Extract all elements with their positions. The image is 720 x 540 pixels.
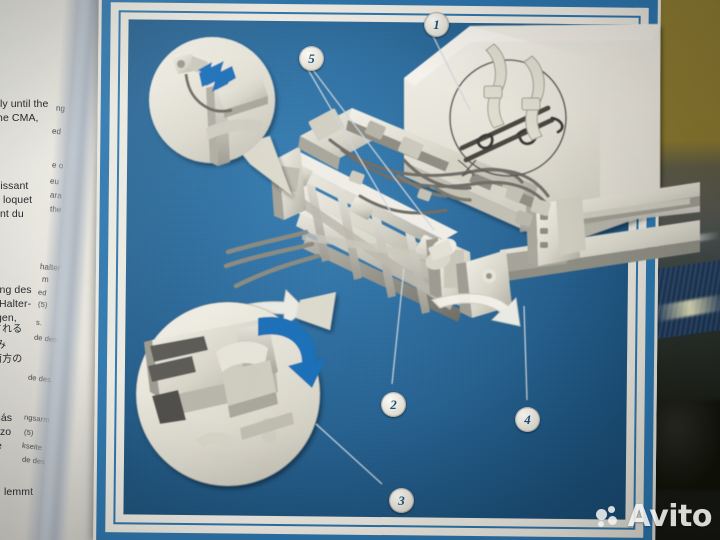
left-page-text-line: lemmt	[4, 486, 33, 500]
left-page-text-line: 両方の	[0, 352, 22, 368]
left-page-text-line: rung des	[0, 284, 32, 298]
cable-management-arm	[270, 108, 538, 322]
avito-watermark: Avito	[595, 499, 713, 534]
cable-bundle	[223, 229, 321, 289]
cable-connectors	[348, 170, 551, 227]
left-page-text-line: n Halter-	[0, 298, 31, 312]
left-page-text-line: e	[0, 440, 2, 454]
callout-1[interactable]: 1	[424, 12, 449, 37]
avito-logo-icon	[595, 506, 622, 528]
left-page-text-line: ent du	[0, 208, 24, 222]
cable-strap	[521, 55, 545, 141]
left-page-text-line: ).	[0, 126, 1, 140]
curved-arrow-icon	[258, 316, 326, 388]
inset-latch-rotate-content	[144, 316, 326, 448]
cable-routing	[328, 138, 550, 215]
left-page-text-line: ngen,	[0, 312, 17, 326]
callout-4[interactable]: 4	[515, 407, 540, 432]
left-page-text-line: ulissant	[0, 180, 28, 194]
callout-3[interactable]: 3	[389, 488, 414, 513]
left-page-text-line: the CMA,	[0, 112, 39, 126]
avito-watermark-text: Avito	[627, 499, 713, 534]
left-page-text-line: される	[0, 322, 22, 338]
inset-cable-straps	[449, 43, 567, 177]
callout-2[interactable]: 2	[381, 392, 406, 417]
cable-spool	[425, 238, 457, 270]
left-page-text-line: bly until the	[0, 98, 48, 112]
leader-lines	[305, 33, 528, 485]
left-page-text-line: más	[0, 412, 12, 426]
left-page-text-line: azo	[0, 426, 11, 440]
rotation-arrow-large	[431, 293, 521, 327]
double-arrow-icon-2	[199, 61, 236, 92]
inset-latch-content	[172, 54, 268, 166]
left-page-text-line: み	[0, 338, 6, 354]
background-shadow-blob	[645, 400, 720, 490]
callout-5[interactable]: 5	[299, 46, 324, 71]
cable-strap	[483, 43, 507, 129]
left-page-text-line: e loquet	[0, 194, 32, 208]
